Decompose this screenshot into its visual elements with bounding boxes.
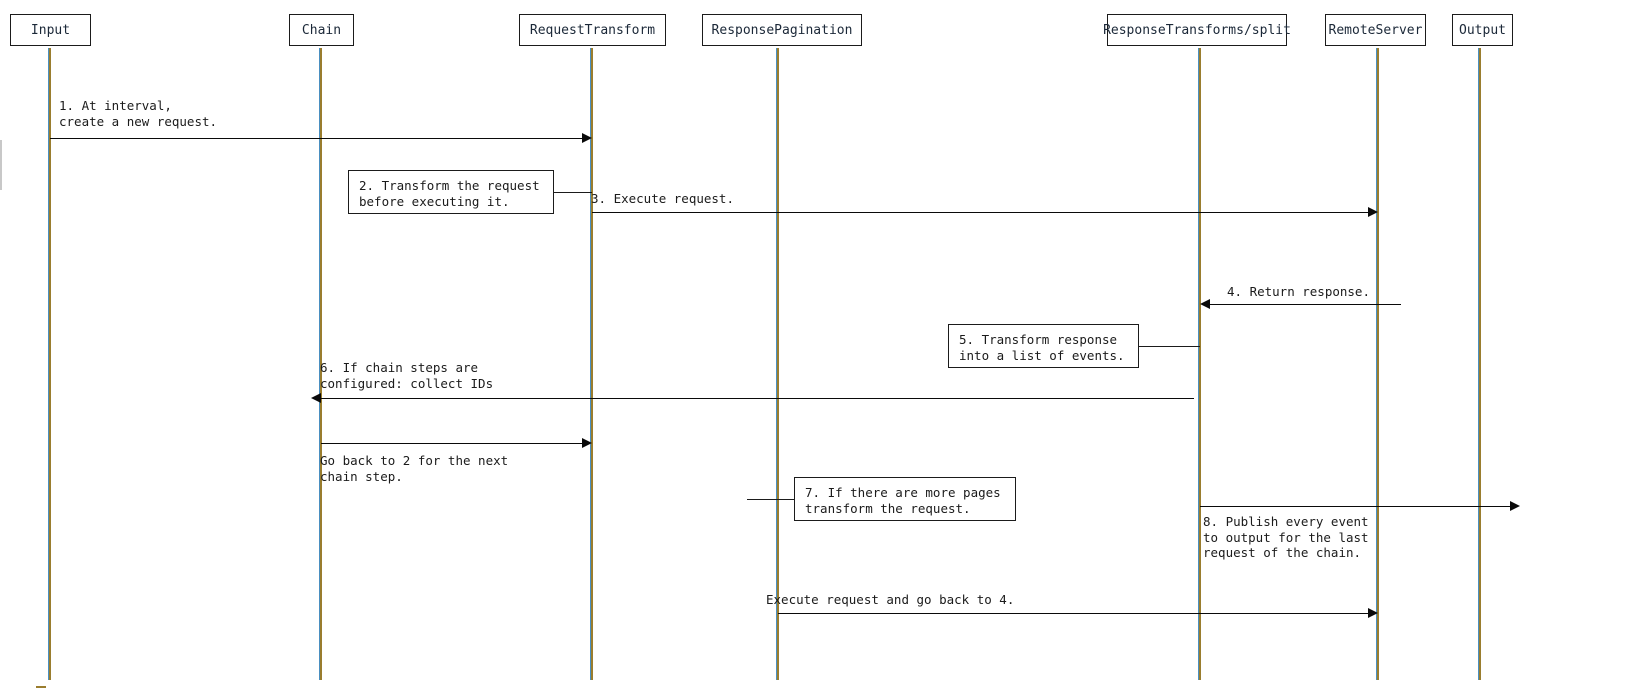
lifeline-response-transforms-split [1199,48,1201,680]
participant-box-chain[interactable]: Chain [289,14,354,46]
message-arrowhead-9 [1368,608,1378,618]
participant-label-request-transform: RequestTransform [529,22,656,38]
lifeline-input [49,48,51,680]
note-box-5: 5. Transform response into a list of eve… [948,324,1139,368]
participant-label-response-transforms-split: ResponseTransforms/split [1103,22,1291,38]
edge-artifact-bottom-left [36,686,46,688]
participant-box-output[interactable]: Output [1452,14,1513,46]
participant-box-input[interactable]: Input [10,14,91,46]
note-stem-7 [747,499,794,500]
note-box-7: 7. If there are more pages transform the… [794,477,1016,521]
participant-box-request-transform[interactable]: RequestTransform [519,14,666,46]
message-line-3 [592,212,1368,213]
message-arrowhead-6b [582,438,592,448]
message-label-6: 6. If chain steps are configured: collec… [320,360,494,391]
message-line-4 [1210,304,1401,305]
note-stem-5 [1139,346,1200,347]
participant-label-remote-server: RemoteServer [1328,22,1423,38]
participant-label-chain: Chain [301,22,342,38]
message-arrowhead-3 [1368,207,1378,217]
message-label-1: 1. At interval, create a new request. [59,98,218,129]
participant-box-remote-server[interactable]: RemoteServer [1325,14,1426,46]
message-line-1 [50,138,582,139]
participant-box-response-transforms-split[interactable]: ResponseTransforms/split [1103,14,1291,46]
message-arrowhead-4 [1200,299,1210,309]
participant-label-output: Output [1459,22,1506,38]
participant-label-response-pagination: ResponsePagination [711,22,853,38]
message-label-3: 3. Execute request. [591,191,734,206]
note-box-2: 2. Transform the request before executin… [348,170,554,214]
message-label-8: 8. Publish every event to output for the… [1203,514,1369,560]
lifeline-chain [320,48,322,680]
message-label-6b: Go back to 2 for the next chain step. [320,453,509,484]
lifeline-remote-server [1377,48,1379,680]
message-line-8 [1200,506,1510,507]
lifeline-request-transform [591,48,593,680]
message-arrowhead-6 [311,393,321,403]
note-stem-2 [554,192,592,193]
participant-box-response-pagination[interactable]: ResponsePagination [702,14,862,46]
message-arrowhead-1 [582,133,592,143]
edge-artifact-left-top [0,140,2,190]
lifeline-output [1479,48,1481,680]
message-arrowhead-8 [1510,501,1520,511]
participant-label-input: Input [30,22,71,38]
lifeline-response-pagination [777,48,779,680]
message-label-4: 4. Return response. [1227,284,1370,299]
message-line-6 [321,398,1194,399]
message-line-9 [778,613,1368,614]
message-line-6b [321,443,582,444]
message-label-9: Execute request and go back to 4. [766,592,1015,607]
